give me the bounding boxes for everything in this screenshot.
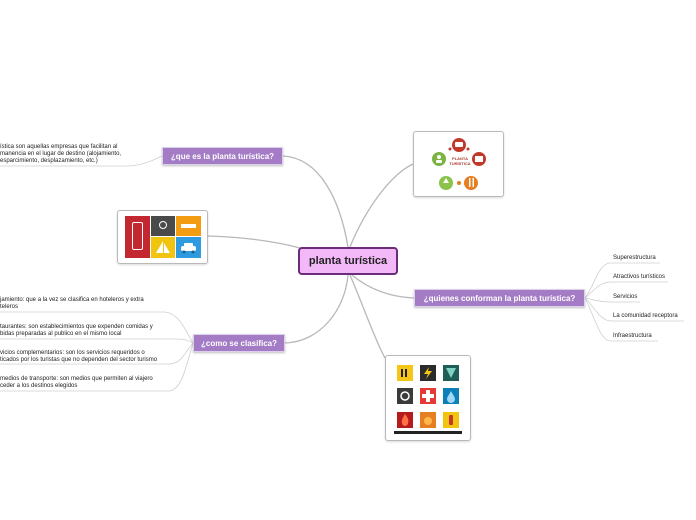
link-quienes [351,274,415,299]
logo-text: PLANTA TURÍSTICA [449,156,471,166]
quienes-item-comunidad[interactable]: La comunidad receptora [613,313,678,319]
link-como-3 [0,342,194,365]
dining-tile [151,216,175,236]
phone-service-icon [397,388,413,404]
como-item-alojamiento[interactable]: jamiento: que a la vez se clasifica en h… [0,297,144,311]
link-quienes-5 [584,297,658,342]
link-quienes-3 [584,297,640,303]
phone-tile [125,216,150,258]
logo-image[interactable]: PLANTA TURÍSTICA [413,131,504,197]
como-item-restaurantes[interactable]: taurantes: son establecimientos que expe… [0,324,153,338]
planta-turistica-logo [432,138,486,190]
topic-quienes[interactable]: ¿quienes conforman la planta turística? [414,289,585,307]
como-item-line: ceder a los destinos elegidos [0,383,78,390]
link-icons [349,274,386,359]
topic-que-es-label: ¿que es la planta turística? [170,151,275,161]
quienes-item-infraestructura[interactable]: Infraestructura [613,333,652,339]
como-item-servicios[interactable]: vicios complementarios: son los servicio… [0,350,157,364]
como-item-line: taurantes: son establecimientos que expe… [0,324,153,330]
quienes-item-atractivos[interactable]: Atractivos turísticos [613,274,666,280]
taxi-icon [397,365,413,381]
fire-icon [397,412,413,428]
link-quienes-1 [584,262,660,299]
como-item-line: teleros [0,304,19,311]
que-es-line: ística son aquellas empresas que facilit… [0,144,118,150]
quienes-item-servicios[interactable]: Servicios [613,294,638,300]
que-es-description[interactable]: ística son aquellas empresas que facilit… [0,144,121,166]
electricity-icon [420,365,436,381]
sailboat-icon [156,241,170,253]
link-que-es-text [0,155,163,167]
link-image-grid [207,235,301,249]
link-quienes-2 [584,281,668,299]
como-item-line: medios de transporte: son medios que per… [0,376,153,382]
central-topic[interactable]: planta turística [298,247,398,275]
link-como-2 [0,338,194,344]
car-tile [176,237,201,258]
car-icon [181,243,196,254]
caption-bar [394,431,462,434]
first-aid-icon [420,388,436,404]
bed-icon [181,224,196,228]
como-item-line: vicios complementarios: son los servicio… [0,350,145,356]
topic-quienes-label: ¿quienes conforman la planta turística? [423,293,576,303]
quienes-item-superestructura[interactable]: Superestructura [613,255,656,261]
link-como-4 [0,342,194,392]
boat-tile [151,237,175,258]
central-topic-label: planta turística [308,255,388,267]
water-drop-icon [443,388,459,404]
topic-que-es[interactable]: ¿que es la planta turística? [162,147,283,165]
que-es-line: manencia en el lugar de destino (alojami… [0,151,122,158]
service-icons-image[interactable] [385,355,471,441]
topic-como-label: ¿como se clasifica? [200,338,278,348]
como-item-transporte[interactable]: medios de transporte: son medios que per… [0,376,153,390]
fork-knife-icon [464,176,478,190]
phone-icon [132,222,143,250]
link-que-es [282,155,349,248]
link-quienes-4 [584,297,684,322]
bottle-icon [443,412,459,428]
bed-tile [176,216,201,236]
tourism-icons-image[interactable] [117,210,208,264]
plate-icon [159,221,167,229]
shield-icon [443,365,459,381]
link-logo [349,163,414,248]
gas-icon [420,412,436,428]
link-como-1 [0,311,194,344]
como-item-line: ticados por los turistas que no dependen… [0,357,158,364]
que-es-line: esparcimiento, desplazamiento, etc.) [0,158,98,165]
como-item-line: jamiento: que a la vez se clasifica en h… [0,297,144,303]
como-item-line: bidas preparadas al publico en el mismo … [0,331,122,338]
link-como [284,274,349,344]
topic-como[interactable]: ¿como se clasifica? [193,334,285,352]
